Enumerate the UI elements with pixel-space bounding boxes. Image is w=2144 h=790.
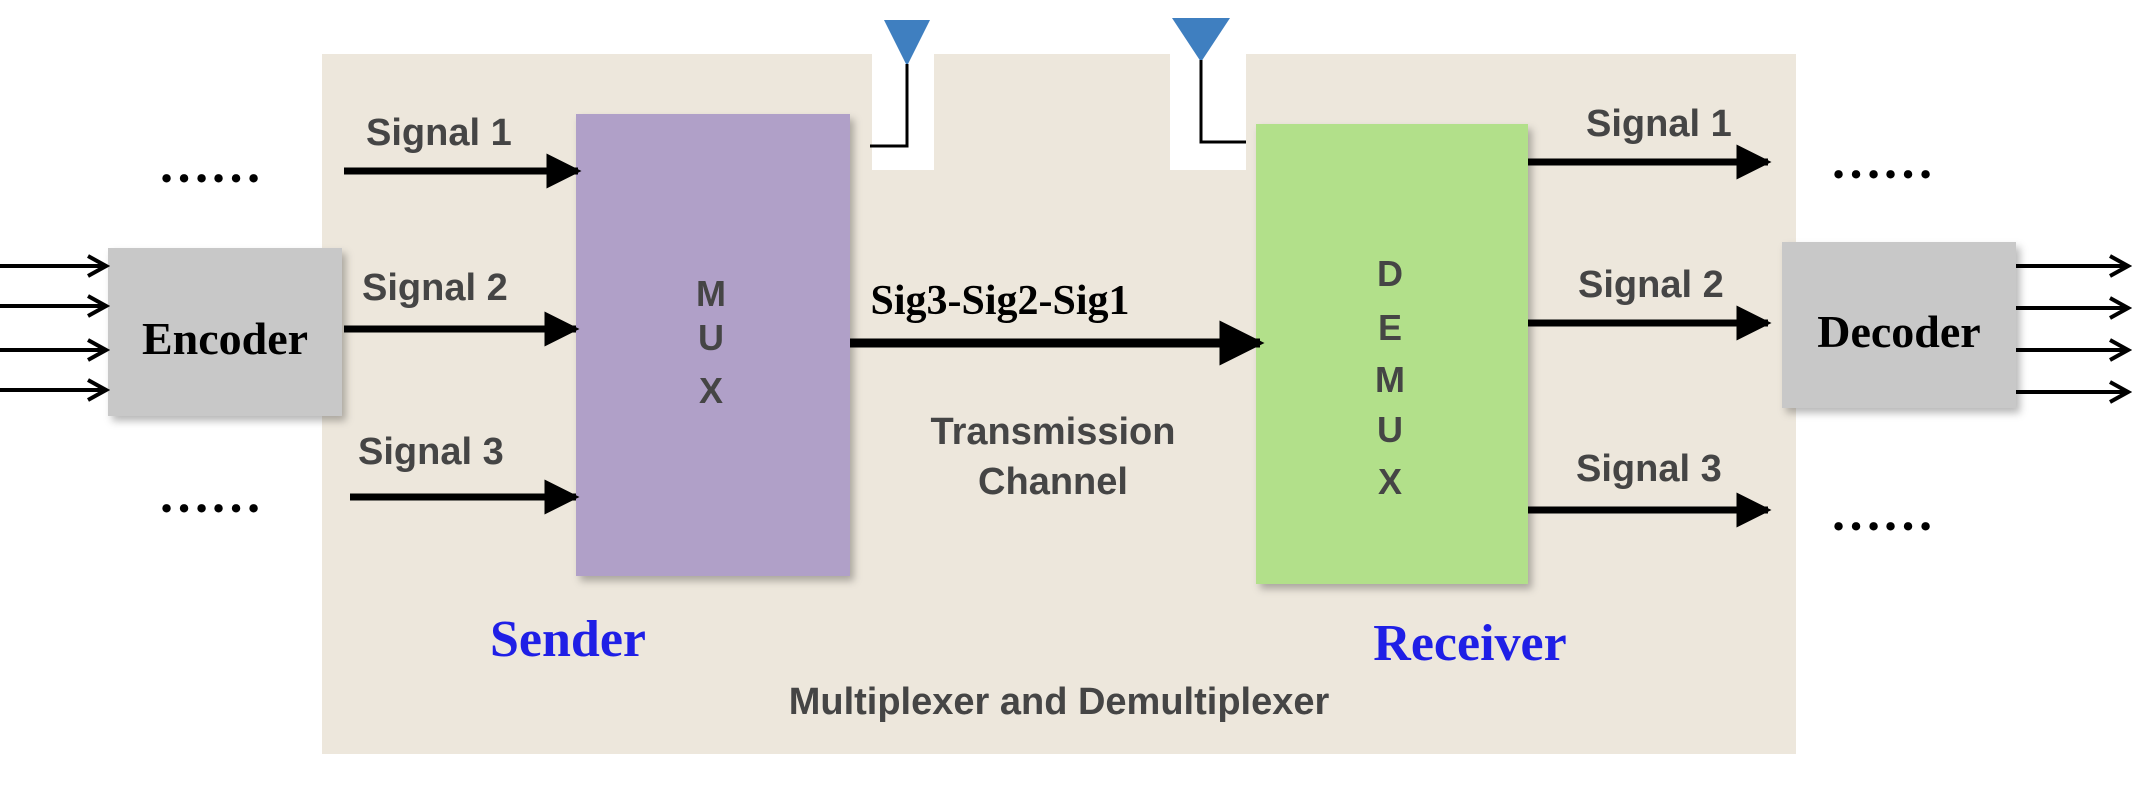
antenna-icon — [1172, 18, 1246, 144]
mux-box — [576, 114, 850, 576]
antenna-icon — [870, 20, 930, 148]
mux-letter: U — [698, 317, 724, 358]
output-signal-1-label: Signal 1 — [1586, 103, 1732, 145]
demux-letter: E — [1378, 307, 1402, 348]
channel-caption-line2: Channel — [978, 461, 1128, 503]
input-signal-3-label: Signal 3 — [358, 431, 504, 473]
encoder-box — [108, 248, 342, 416]
sender-label: Sender — [490, 611, 646, 668]
demux-box — [1256, 124, 1528, 584]
output-signal-3-label: Signal 3 — [1576, 448, 1722, 490]
panel-caption: Multiplexer and Demultiplexer — [789, 681, 1330, 723]
mux-letter: M — [696, 273, 726, 314]
ellipsis: …… — [1830, 133, 1934, 190]
decoder-label: Decoder — [1817, 306, 1980, 357]
ellipsis: …… — [1830, 485, 1934, 542]
input-signal-2-label: Signal 2 — [362, 267, 508, 309]
input-signal-1-label: Signal 1 — [366, 112, 512, 154]
channel-stream-label: Sig3-Sig2-Sig1 — [870, 278, 1129, 324]
mux-letter: X — [699, 370, 723, 411]
decoder-box — [1782, 242, 2016, 408]
encoder-label: Encoder — [142, 313, 308, 364]
ellipsis: …… — [158, 467, 262, 524]
demux-letter: X — [1378, 461, 1402, 502]
demux-letter: U — [1377, 409, 1403, 450]
demux-letter: M — [1375, 359, 1405, 400]
ellipsis: …… — [158, 137, 262, 194]
demux-letter: D — [1377, 253, 1403, 294]
receiver-label: Receiver — [1373, 615, 1566, 672]
output-signal-2-label: Signal 2 — [1578, 264, 1724, 306]
channel-caption-line1: Transmission — [931, 411, 1176, 453]
